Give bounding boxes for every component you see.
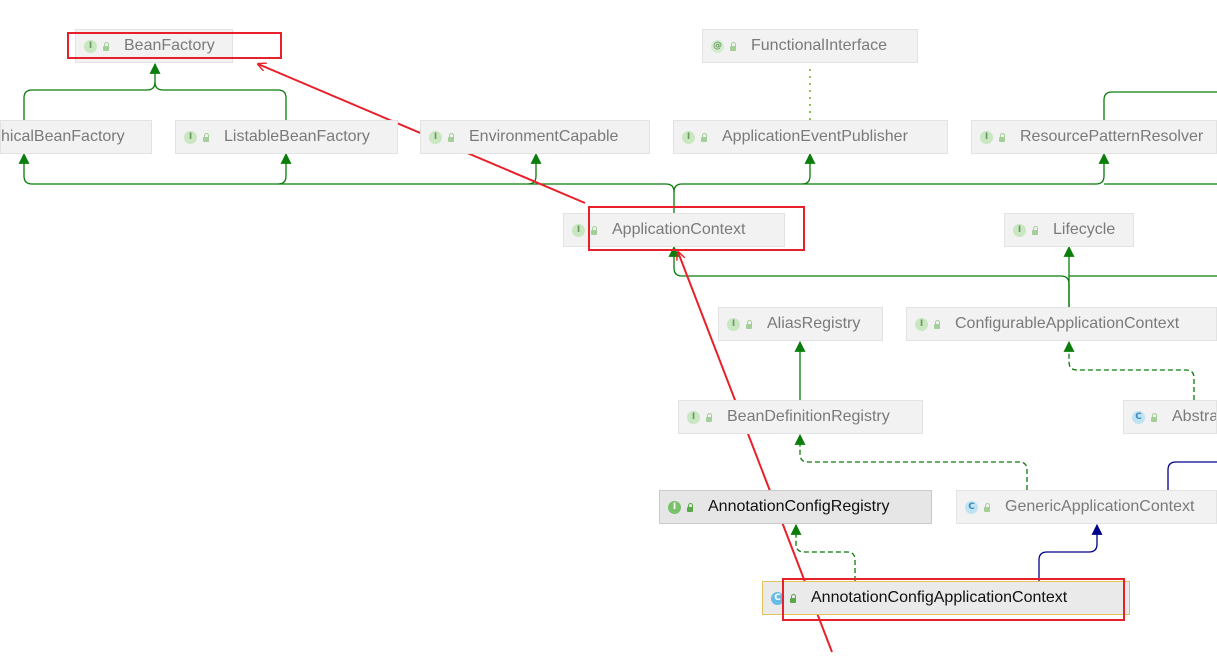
node-aliasregistry[interactable]: I AliasRegistry <box>718 307 883 341</box>
node-applicationeventpublisher[interactable]: I ApplicationEventPublisher <box>673 120 948 154</box>
node-applicationeventpublisher-label: ApplicationEventPublisher <box>722 128 908 145</box>
lock-icon <box>745 319 753 329</box>
lock-icon <box>933 319 941 329</box>
node-configurableapplicationcontext-label: ConfigurableApplicationContext <box>955 315 1180 332</box>
lock-icon <box>686 502 694 512</box>
edge-appctx-to-publisher <box>673 152 816 193</box>
interface-icon: I <box>980 130 993 144</box>
node-applicationcontext-label: ApplicationContext <box>612 221 746 238</box>
lock-icon <box>202 132 210 142</box>
lock-icon <box>789 593 797 603</box>
node-annotationconfigregistry[interactable]: I AnnotationConfigRegistry <box>659 490 932 524</box>
edge-configurable-to-appctx <box>668 245 1070 307</box>
edge-hierarchical-to-beanfactory <box>23 62 161 120</box>
node-environmentcapable-label: EnvironmentCapable <box>469 128 619 145</box>
lock-icon <box>998 132 1006 142</box>
edge-acac-to-acr <box>790 523 856 581</box>
lock-icon <box>729 41 737 51</box>
node-resourcepatternresolver-label: ResourcePatternResolver <box>1020 128 1204 145</box>
edge-generic-to-abstract <box>1167 461 1217 490</box>
node-annotationconfigapplicationcontext[interactable]: C AnnotationConfigApplicationContext <box>762 581 1130 615</box>
node-beanfactory-label: BeanFactory <box>124 37 215 54</box>
interface-icon: I <box>687 410 700 424</box>
node-resourcepatternresolver[interactable]: I ResourcePatternResolver <box>971 120 1217 154</box>
node-functionalinterface[interactable]: @ FunctionalInterface <box>702 29 918 63</box>
edge-acac-to-generic <box>1038 523 1103 581</box>
edge-abstract-to-configurable <box>1063 340 1195 400</box>
lock-icon <box>590 225 598 235</box>
node-functionalinterface-label: FunctionalInterface <box>751 37 888 54</box>
interface-icon: I <box>1013 223 1026 237</box>
node-beandefinitionregistry-label: BeanDefinitionRegistry <box>727 408 890 425</box>
class-icon: C <box>771 591 784 605</box>
interface-icon: I <box>184 130 197 144</box>
lock-icon <box>447 132 455 142</box>
node-hierarchicalbeanfactory[interactable]: hicalBeanFactory <box>0 120 152 154</box>
edge-generic-to-bdr <box>794 433 1028 490</box>
interface-icon: I <box>429 130 442 144</box>
node-lifecycle-label: Lifecycle <box>1053 221 1116 238</box>
node-configurableapplicationcontext[interactable]: I ConfigurableApplicationContext <box>906 307 1217 341</box>
edge-listable-to-beanfactory <box>154 81 287 120</box>
class-icon: C <box>965 500 978 514</box>
node-aliasregistry-label: AliasRegistry <box>767 315 861 332</box>
edge-appctx-to-listable <box>277 152 292 185</box>
lock-icon <box>700 132 708 142</box>
node-annotationconfigregistry-label: AnnotationConfigRegistry <box>708 498 890 515</box>
interface-icon: I <box>727 317 740 331</box>
lock-icon <box>102 41 110 51</box>
class-icon: C <box>1132 410 1145 424</box>
lock-icon <box>705 412 713 422</box>
lock-icon <box>983 502 991 512</box>
interface-icon: I <box>84 39 97 53</box>
lock-icon <box>1150 412 1158 422</box>
node-genericapplicationcontext[interactable]: C GenericApplicationContext <box>956 490 1217 524</box>
node-applicationcontext[interactable]: I ApplicationContext <box>563 213 785 247</box>
node-abstractapplicationcontext[interactable]: C Abstra <box>1123 400 1217 434</box>
highlight-box-beanfactory <box>67 32 282 59</box>
interface-icon: I <box>572 223 585 237</box>
node-beandefinitionregistry[interactable]: I BeanDefinitionRegistry <box>678 400 923 434</box>
edge-appctx-to-parents <box>18 152 675 213</box>
node-abstractapplicationcontext-label: Abstra <box>1172 408 1217 425</box>
highlight-box-annotationconfigapplicationcontext <box>782 578 1125 621</box>
edge-resolver-up <box>1103 91 1217 120</box>
edge-appctx-to-resolver <box>802 152 1110 185</box>
node-annotationconfigapplicationcontext-label: AnnotationConfigApplicationContext <box>811 589 1068 606</box>
node-listablebeanfactory-label: ListableBeanFactory <box>224 128 370 145</box>
interface-icon: I <box>915 317 928 331</box>
interface-icon: I <box>668 500 681 514</box>
lock-icon <box>1031 225 1039 235</box>
highlight-box-applicationcontext <box>588 206 805 251</box>
node-environmentcapable[interactable]: I EnvironmentCapable <box>420 120 650 154</box>
annotation-icon: @ <box>711 39 724 53</box>
interface-icon: I <box>682 130 695 144</box>
node-hierarchicalbeanfactory-label: hicalBeanFactory <box>1 128 125 145</box>
node-genericapplicationcontext-label: GenericApplicationContext <box>1005 498 1195 515</box>
node-lifecycle[interactable]: I Lifecycle <box>1004 213 1134 247</box>
node-listablebeanfactory[interactable]: I ListableBeanFactory <box>175 120 398 154</box>
